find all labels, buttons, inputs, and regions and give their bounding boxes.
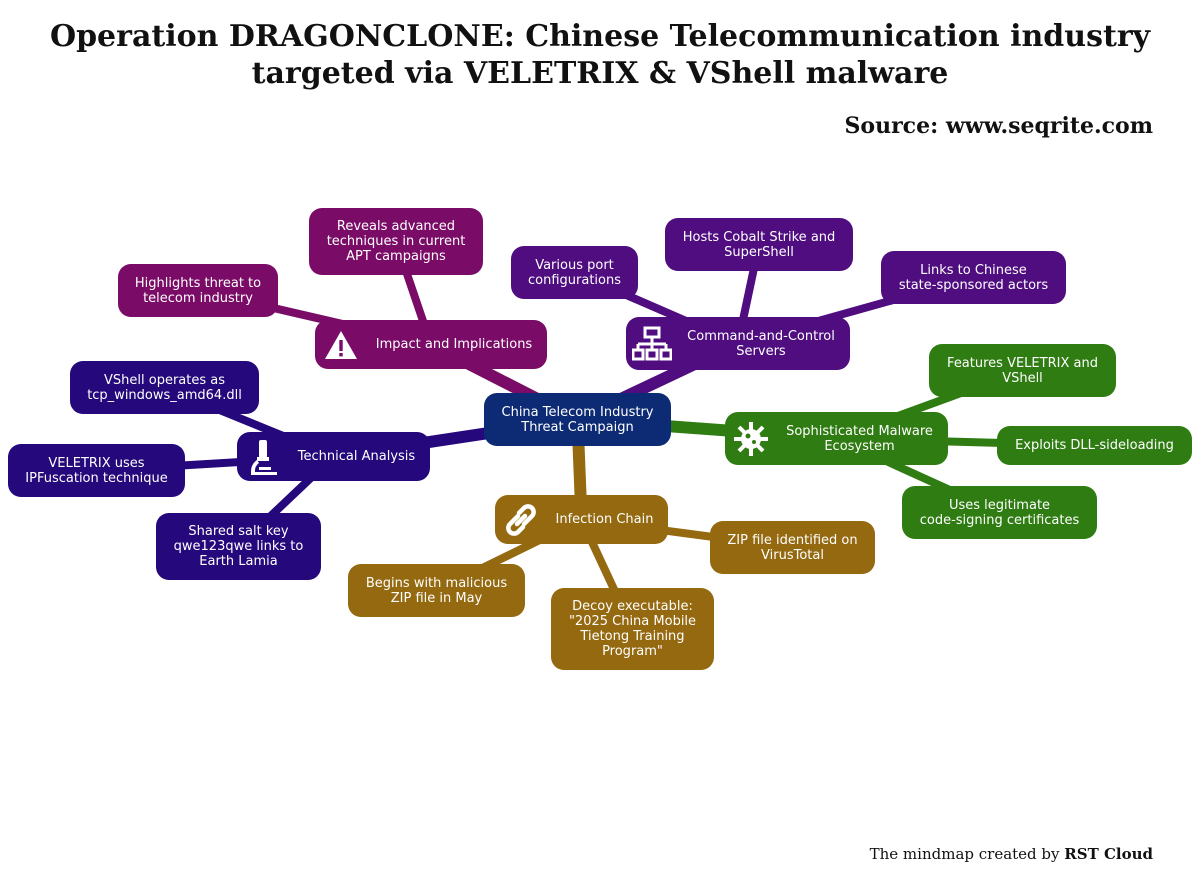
leaf-label: ZIP file identified on VirusTotal bbox=[727, 532, 858, 563]
link-icon bbox=[501, 500, 541, 540]
leaf-label: Highlights threat to telecom industry bbox=[134, 275, 262, 306]
leaf-code-signing-certificates[interactable]: Uses legitimate code-signing certificate… bbox=[902, 486, 1097, 539]
branch-c2-label: Command-and-Control Servers bbox=[687, 328, 835, 359]
leaf-label: Exploits DLL-sideloading bbox=[1015, 438, 1174, 453]
center-node[interactable]: China Telecom Industry Threat Campaign bbox=[484, 393, 671, 446]
leaf-label: Begins with malicious ZIP file in May bbox=[365, 575, 508, 606]
leaf-hosts-cobalt-strike[interactable]: Hosts Cobalt Strike and SuperShell bbox=[665, 218, 853, 271]
branch-infection-chain[interactable]: Infection Chain bbox=[495, 495, 668, 544]
branch-impact-and-implications[interactable]: Impact and Implications bbox=[315, 320, 547, 369]
leaf-features-veletrix-vshell[interactable]: Features VELETRIX and VShell bbox=[929, 344, 1116, 397]
branch-malware-label: Sophisticated Malware Ecosystem bbox=[786, 423, 933, 454]
leaf-label: Uses legitimate code-signing certificate… bbox=[919, 497, 1080, 528]
leaf-zip-on-virustotal[interactable]: ZIP file identified on VirusTotal bbox=[710, 521, 875, 574]
leaf-veletrix-ipfuscation[interactable]: VELETRIX uses IPFuscation technique bbox=[8, 444, 185, 497]
credit-brand: RST Cloud bbox=[1064, 845, 1153, 863]
leaf-label: VShell operates as tcp_windows_amd64.dll bbox=[87, 372, 242, 403]
warning-icon bbox=[321, 325, 361, 365]
branch-command-and-control[interactable]: Command-and-Control Servers bbox=[626, 317, 850, 370]
page-title: Operation DRAGONCLONE: Chinese Telecommu… bbox=[49, 19, 1151, 91]
virus-icon bbox=[731, 419, 771, 459]
leaf-reveals-advanced-techniques[interactable]: Reveals advanced techniques in current A… bbox=[309, 208, 483, 275]
center-node-label: China Telecom Industry Threat Campaign bbox=[501, 404, 654, 435]
microscope-icon bbox=[243, 437, 283, 477]
branch-infection-label: Infection Chain bbox=[555, 512, 654, 527]
branch-impact-label: Impact and Implications bbox=[375, 337, 533, 352]
leaf-label: Various port configurations bbox=[527, 257, 621, 288]
leaf-label: Features VELETRIX and VShell bbox=[947, 355, 1098, 386]
network-icon bbox=[632, 324, 672, 364]
leaf-various-port-configurations[interactable]: Various port configurations bbox=[511, 246, 638, 299]
leaf-links-to-chinese-actors[interactable]: Links to Chinese state-sponsored actors bbox=[881, 251, 1066, 304]
leaf-label: Links to Chinese state-sponsored actors bbox=[898, 262, 1049, 293]
leaf-decoy-executable[interactable]: Decoy executable: "2025 China Mobile Tie… bbox=[551, 588, 714, 670]
branch-malware-ecosystem[interactable]: Sophisticated Malware Ecosystem bbox=[725, 412, 948, 465]
leaf-label: Hosts Cobalt Strike and SuperShell bbox=[682, 229, 836, 260]
leaf-vshell-operates-as-dll[interactable]: VShell operates as tcp_windows_amd64.dll bbox=[70, 361, 259, 414]
leaf-highlights-threat[interactable]: Highlights threat to telecom industry bbox=[118, 264, 278, 317]
source-label: Source: www.seqrite.com bbox=[844, 113, 1153, 139]
leaf-exploits-dll-sideloading[interactable]: Exploits DLL-sideloading bbox=[997, 426, 1192, 465]
leaf-begins-with-malicious-zip[interactable]: Begins with malicious ZIP file in May bbox=[348, 564, 525, 617]
leaf-label: VELETRIX uses IPFuscation technique bbox=[25, 455, 168, 486]
branch-technical-label: Technical Analysis bbox=[297, 449, 416, 464]
credit-line: The mindmap created by RST Cloud bbox=[870, 845, 1153, 863]
branch-technical-analysis[interactable]: Technical Analysis bbox=[237, 432, 430, 481]
leaf-label: Decoy executable: "2025 China Mobile Tie… bbox=[568, 599, 697, 659]
leaf-label: Reveals advanced techniques in current A… bbox=[326, 219, 466, 264]
leaf-label: Shared salt key qwe123qwe links to Earth… bbox=[173, 524, 304, 569]
leaf-shared-salt-key[interactable]: Shared salt key qwe123qwe links to Earth… bbox=[156, 513, 321, 580]
credit-prefix: The mindmap created by bbox=[869, 845, 1065, 863]
